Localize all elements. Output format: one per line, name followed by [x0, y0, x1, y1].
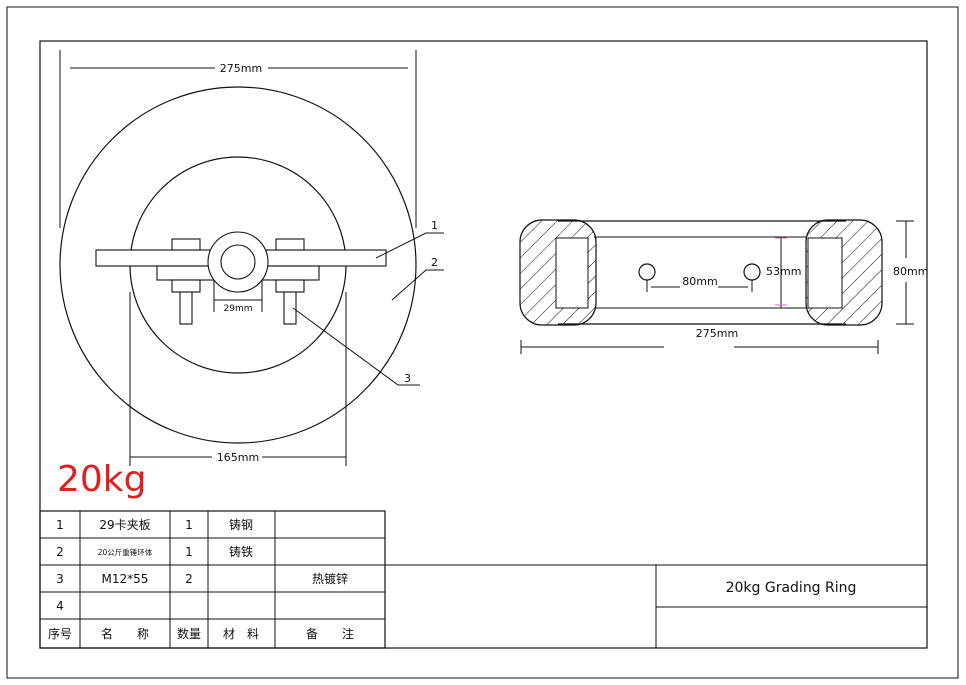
title-block: 20kg Grading Ring [385, 564, 927, 648]
bolt-nut-right [275, 279, 305, 293]
weight-label: 20kg [57, 459, 147, 500]
front-diameter-label: 275mm [220, 62, 262, 75]
outer-border [6, 6, 959, 679]
bom-table: 1 29卡夹板 1 铸钢 2 20公斤重锤环体 1 铸铁 3 M12*55 2 … [39, 510, 386, 649]
leader-3 [292, 307, 420, 386]
bom-header-quantity: 数量 [177, 626, 201, 641]
callout-3: 3 [404, 372, 411, 385]
bom-row-1-name: 29卡夹板 [99, 518, 150, 532]
bom-row-3-name: M12*55 [102, 572, 149, 586]
drawing-frame [39, 40, 928, 649]
bom-header-index: 序号 [48, 626, 72, 641]
section-right-core [807, 237, 843, 309]
bom-row-2-qty: 1 [185, 545, 193, 559]
bom-row-2-material: 铸铁 [229, 544, 253, 559]
clamp-nut-top-right [275, 238, 305, 251]
side-height-label: 80mm [893, 265, 928, 278]
section-left-core [555, 237, 589, 309]
clamp-nut-top-left [171, 238, 201, 251]
leader-1 [375, 232, 444, 259]
side-view: 80mm 53mm 80mm 275mm [519, 219, 928, 354]
bom-row-4-index: 4 [56, 599, 64, 613]
drawing-title: 20kg Grading Ring [726, 580, 857, 596]
bolt-shank-right [283, 291, 297, 325]
hole-right [743, 263, 761, 281]
bom-row-2-index: 2 [56, 545, 64, 559]
bom-row-1-material: 铸钢 [229, 517, 253, 532]
front-span-label: 165mm [217, 451, 259, 464]
hole-spacing-label: 80mm [682, 275, 717, 288]
bom-header-remark: 备 注 [306, 626, 354, 641]
bom-row-1-index: 1 [56, 518, 64, 532]
bom-header-material: 材 料 [223, 627, 259, 641]
leader-2 [391, 269, 444, 301]
callout-1: 1 [431, 219, 438, 232]
callout-2: 2 [431, 256, 438, 269]
bom-row-3-index: 3 [56, 572, 64, 586]
bom-frame [39, 510, 386, 649]
inner-height-label: 53mm [766, 265, 801, 278]
bom-row-1-qty: 1 [185, 518, 193, 532]
bom-row-3-remark: 热镀锌 [312, 572, 348, 586]
bolt-shank-left [179, 291, 193, 325]
side-length-label: 275mm [696, 327, 738, 340]
bom-row-3-qty: 2 [185, 572, 193, 586]
bom-row-2-name: 20公斤重锤环体 [98, 547, 153, 557]
bom-header-name: 名 称 [101, 626, 149, 641]
bolt-nut-left [171, 279, 201, 293]
front-view: 29mm 275mm 165mm 1 2 3 [59, 50, 444, 466]
hole-left [638, 263, 656, 281]
ring-outer-circle [59, 86, 417, 444]
conductor-core [220, 244, 256, 280]
clamp-gap-label: 29mm [224, 304, 253, 314]
